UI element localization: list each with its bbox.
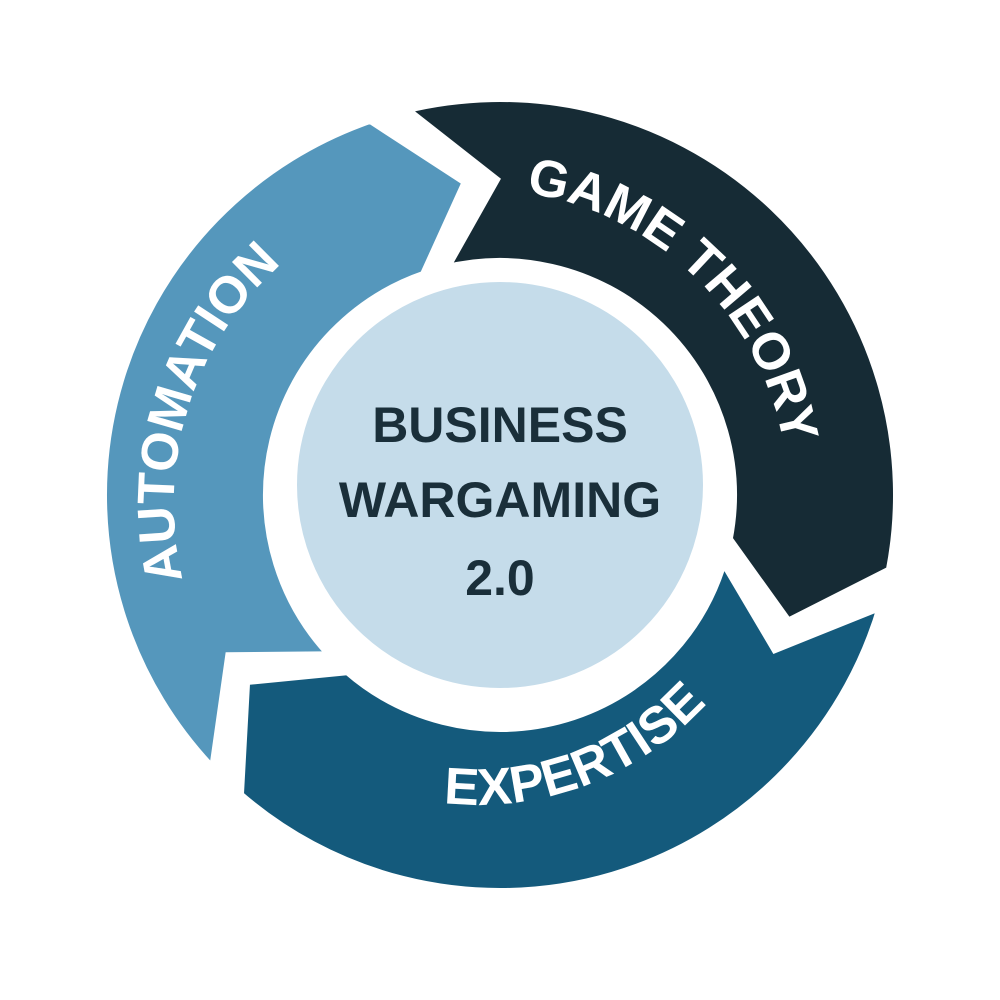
center-line-2: WARGAMING <box>339 472 661 528</box>
center-line-3: 2.0 <box>465 550 535 606</box>
center-circle <box>283 268 717 702</box>
center-line-1: BUSINESS <box>372 397 628 453</box>
center-label: BUSINESS WARGAMING 2.0 <box>339 397 661 606</box>
automation-segment <box>97 113 474 783</box>
segment-group <box>97 91 903 898</box>
game-theory-segment <box>392 91 903 630</box>
expertise-segment <box>233 546 891 898</box>
